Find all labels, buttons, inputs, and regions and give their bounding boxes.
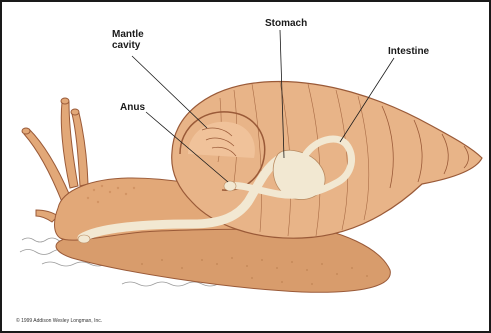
label-intestine: Intestine (388, 46, 429, 57)
label-mantle-line1: Mantle (112, 29, 144, 40)
label-mantle-cavity: Mantle cavity (112, 29, 144, 51)
copyright-notice: © 1999 Addison Wesley Longman, Inc. (16, 318, 102, 324)
snail-shell (172, 81, 482, 238)
label-anus: Anus (120, 102, 145, 113)
label-stomach: Stomach (265, 18, 307, 29)
label-mantle-line2: cavity (112, 40, 144, 51)
